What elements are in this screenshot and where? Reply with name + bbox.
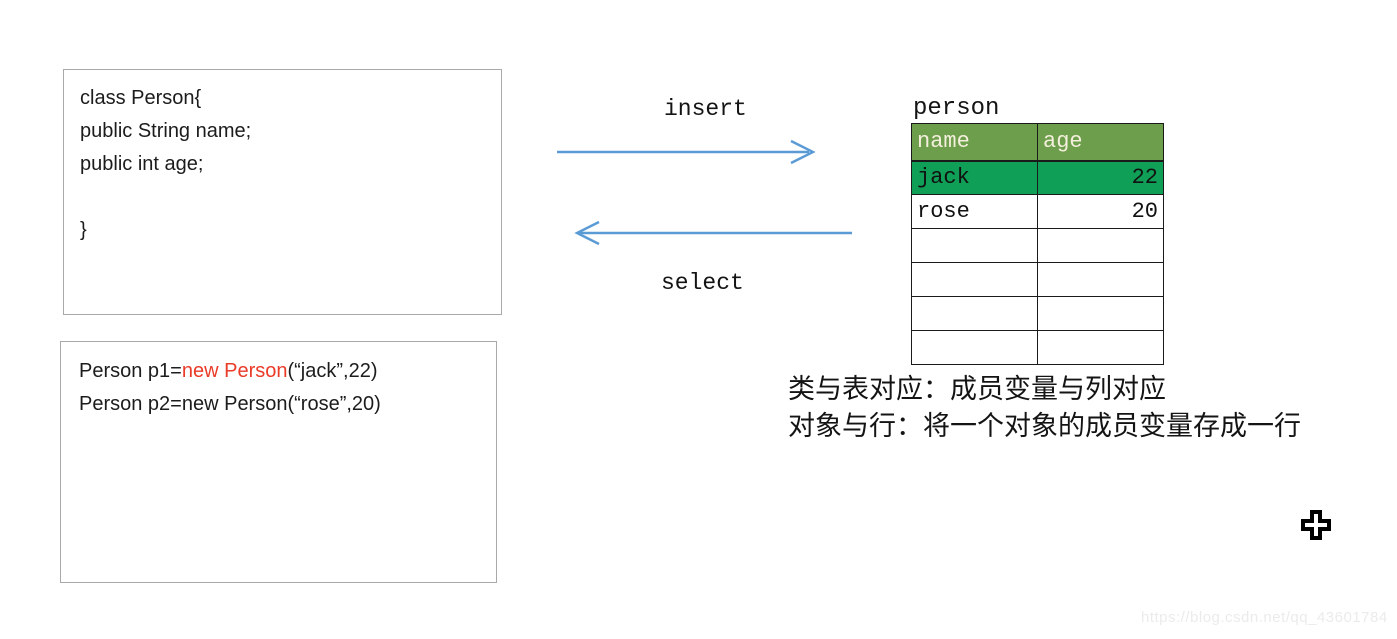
cell-empty bbox=[1037, 296, 1164, 331]
code-line bbox=[80, 181, 485, 214]
cell-empty bbox=[1037, 262, 1164, 297]
code-line: public String name; bbox=[80, 120, 252, 142]
cell-name: jack bbox=[911, 160, 1038, 195]
cell-empty bbox=[911, 262, 1038, 297]
note-line-2: 对象与行：将一个对象的成员变量存成一行 bbox=[788, 411, 1301, 442]
insert-arrow bbox=[557, 139, 816, 165]
code-line: Person p2=new Person(“rose”,20) bbox=[79, 393, 381, 415]
code-line: class Person{ bbox=[80, 87, 202, 109]
cell-empty bbox=[911, 228, 1038, 263]
column-header-age: age bbox=[1037, 123, 1164, 162]
code-line: Person p1=new Person(“jack”,22) bbox=[79, 355, 478, 388]
cell-age: 22 bbox=[1037, 160, 1164, 195]
cell-empty bbox=[1037, 330, 1164, 365]
code-line: } bbox=[80, 219, 87, 241]
class-definition-box: class Person{ public String name; public… bbox=[63, 69, 502, 315]
table-caption: person bbox=[913, 95, 1000, 122]
insert-label: insert bbox=[664, 96, 747, 122]
select-label: select bbox=[661, 270, 744, 296]
object-instantiation-box: Person p1=new Person(“jack”,22) Person p… bbox=[60, 341, 497, 583]
mapping-notes: 类与表对应：成员变量与列对应 对象与行：将一个对象的成员变量存成一行 bbox=[788, 371, 1301, 445]
table-row-empty bbox=[911, 330, 1164, 365]
table-row-empty bbox=[911, 262, 1164, 297]
table-row-empty bbox=[911, 228, 1164, 263]
cell-empty bbox=[911, 330, 1038, 365]
table-row-empty bbox=[911, 296, 1164, 331]
select-arrow bbox=[574, 220, 852, 246]
code-segment: (“jack”,22) bbox=[287, 360, 378, 382]
note-line-1: 类与表对应：成员变量与列对应 bbox=[788, 374, 1166, 405]
code-segment-highlighted: new Person bbox=[181, 360, 288, 382]
table-row: rose 20 bbox=[911, 194, 1164, 229]
person-table: name age jack 22 rose 20 bbox=[911, 123, 1164, 365]
watermark: https://blog.csdn.net/qq_43601784 bbox=[1141, 609, 1388, 626]
cell-age: 20 bbox=[1037, 194, 1164, 229]
code-line: public int age; bbox=[80, 153, 204, 175]
move-cursor-icon bbox=[1301, 510, 1331, 540]
cell-empty bbox=[1037, 228, 1164, 263]
code-segment: Person p1= bbox=[79, 360, 182, 382]
table-header-row: name age bbox=[911, 123, 1164, 162]
table-row: jack 22 bbox=[911, 160, 1164, 195]
column-header-name: name bbox=[911, 123, 1038, 162]
cell-empty bbox=[911, 296, 1038, 331]
cell-name: rose bbox=[911, 194, 1038, 229]
